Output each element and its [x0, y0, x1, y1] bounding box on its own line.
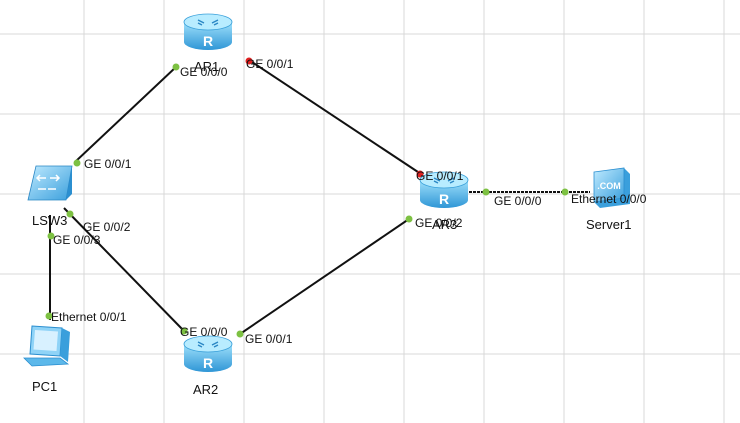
device-label-server1: Server1 [586, 217, 632, 232]
port-label-ar3-g000: GE 0/0/0 [494, 194, 542, 208]
port-dot-ar2-g001 [236, 330, 244, 338]
router-icon[interactable]: R [183, 13, 233, 50]
device-label-lsw3: LSW3 [32, 213, 68, 228]
link-ar2-ar3[interactable] [239, 218, 410, 335]
port-label-ar3-g001: GE 0/0/1 [416, 169, 464, 183]
pc-icon[interactable] [23, 325, 70, 367]
svg-text:R: R [439, 191, 449, 207]
port-label-ar2-g000: GE 0/0/0 [180, 325, 228, 339]
device-label-ar3: AR3 [432, 217, 458, 232]
device-label-pc1: PC1 [32, 379, 58, 394]
links [49, 59, 590, 335]
port-label-lsw3-g003: GE 0/0/3 [53, 233, 101, 247]
port-label-lsw3-g002: GE 0/0/2 [83, 220, 131, 234]
port-dot-ar3-g001 [416, 170, 424, 178]
router-icon[interactable]: R [183, 335, 233, 372]
port-label-ar1-g000: GE 0/0/0 [180, 65, 228, 79]
port-label-ar2-g001: GE 0/0/1 [245, 332, 293, 346]
link-ar1-ar3[interactable] [248, 59, 422, 175]
server-badge: .COM [597, 181, 621, 191]
port-dot-lsw3-g002 [66, 210, 74, 218]
server-icon[interactable]: .COM [593, 167, 630, 208]
svg-text:R: R [203, 355, 213, 371]
port-label-ar3-g002: GE 0/0/2 [415, 216, 463, 230]
link-lsw3-ar1[interactable] [74, 66, 177, 163]
port-label-server-eth: Ethernet 0/0/0 [571, 192, 647, 206]
device-label-ar1: AR1 [194, 59, 220, 74]
port-dot-ar1-g001 [245, 57, 253, 65]
router-icon[interactable]: R [419, 171, 469, 208]
switch-icon[interactable] [27, 165, 73, 201]
port-dot-ar3-g000 [482, 188, 490, 196]
port-dot-lsw3-g001 [73, 159, 81, 167]
port-dot-server-eth [561, 188, 569, 196]
port-dot-ar1-g000 [172, 63, 180, 71]
port-label-lsw3-g001: GE 0/0/1 [84, 157, 132, 171]
port-dot-ar3-g002 [405, 215, 413, 223]
port-label-pc1-eth: Ethernet 0/0/1 [51, 310, 127, 324]
svg-text:R: R [203, 33, 213, 49]
port-dot-pc1-eth [45, 312, 53, 320]
port-dots [45, 57, 569, 338]
port-dot-ar2-g000 [180, 327, 188, 335]
port-label-ar1-g001: GE 0/0/1 [246, 57, 294, 71]
port-dot-lsw3-g003 [47, 232, 55, 240]
device-label-ar2: AR2 [193, 382, 219, 397]
link-lsw3-ar2[interactable] [63, 207, 186, 333]
